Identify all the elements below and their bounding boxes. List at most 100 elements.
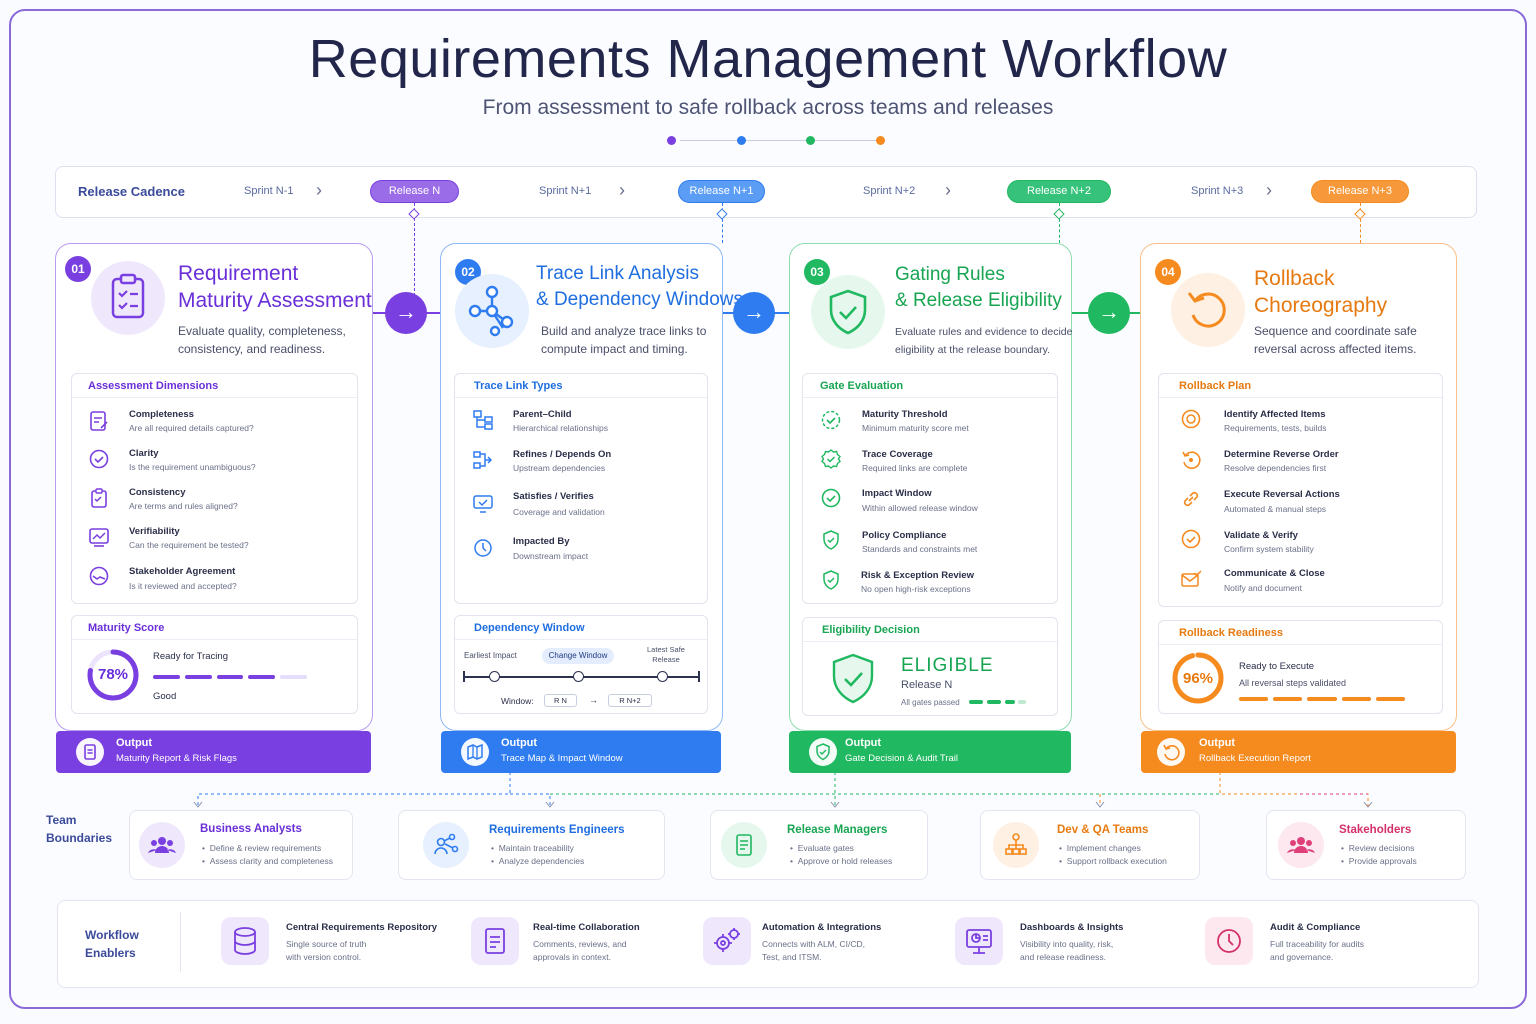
team-bullet: • Define & review requirements (202, 843, 322, 853)
release-pill[interactable]: Release N (370, 180, 459, 203)
reverse-order-icon (1180, 448, 1202, 470)
arrow-right-icon: → (385, 292, 427, 334)
progress-segment (153, 675, 180, 679)
enabler-desc: Visibility into quality, risk,and releas… (1020, 939, 1114, 962)
output-bar-trace: Output Trace Map & Impact Window (441, 731, 721, 773)
release-connector (1360, 203, 1361, 243)
link-type-desc: Coverage and validation (513, 507, 605, 517)
output-title: Output (116, 737, 153, 749)
shield-check-icon (820, 529, 842, 551)
verified-monitor-icon (472, 492, 494, 514)
enabler-title: Real-time Collaboration (533, 922, 640, 933)
eligibility-status: ELIGIBLE (901, 655, 994, 676)
rollback-step-title: Execute Reversal Actions (1224, 489, 1340, 500)
gate-desc: Required links are complete (862, 463, 968, 473)
stage-title: Gating Rules& Release Eligibility (895, 264, 1062, 311)
badge-check-icon (820, 448, 842, 470)
rollback-step-desc: Notify and document (1224, 583, 1302, 593)
score-label: Ready for Tracing (153, 651, 228, 662)
link-icon (1180, 488, 1202, 510)
sprint-label: Sprint N+3 (1191, 185, 1244, 197)
audit-history-icon (1205, 917, 1253, 965)
enabler-desc: Connects with ALM, CI/CD,Test, and ITSM. (762, 939, 865, 962)
hierarchy-icon (472, 409, 494, 431)
database-icon (221, 917, 269, 965)
dimension-title: Completeness (129, 409, 194, 420)
release-connector (1059, 203, 1060, 243)
team-bullet: • Analyze dependencies (491, 856, 585, 866)
panel-title: Assessment Dimensions (88, 380, 219, 392)
gate-evaluation-panel: Gate Evaluation (802, 373, 1058, 604)
team-name: Business Analysts (200, 823, 302, 835)
output-subtitle: Maturity Report & Risk Flags (116, 753, 237, 764)
document-icon (76, 738, 104, 766)
panel-title: Rollback Readiness (1179, 627, 1283, 639)
team-bullet: • Support rollback execution (1059, 856, 1167, 866)
gate-title: Trace Coverage (862, 449, 933, 460)
dashboard-icon (955, 917, 1003, 965)
gate-desc: Standards and constraints met (862, 544, 978, 554)
release-pill[interactable]: Release N+1 (678, 180, 765, 203)
team-bullet: • Implement changes (1059, 843, 1141, 853)
rollback-step-desc: Automated & manual steps (1224, 504, 1327, 514)
score-segment-bar (1239, 697, 1405, 702)
progress-segment (1307, 697, 1337, 701)
panel-title: Trace Link Types (474, 380, 563, 392)
enabler-title: Automation & Integrations (762, 922, 882, 933)
map-icon (461, 738, 489, 766)
output-title: Output (501, 737, 538, 749)
clipboard-check-icon (91, 261, 165, 335)
dimension-desc: Is it reviewed and accepted? (129, 581, 237, 591)
gate-title: Risk & Exception Review (861, 570, 974, 581)
panel-title: Dependency Window (474, 622, 585, 634)
maturity-score-gauge (87, 649, 139, 701)
enabler-title: Audit & Compliance (1270, 922, 1361, 933)
link-type-desc: Hierarchical relationships (513, 423, 608, 433)
release-connector (722, 203, 723, 243)
checklist-icon (721, 822, 767, 868)
dimension-desc: Are terms and rules aligned? (129, 501, 238, 511)
link-type-title: Refines / Depends On (513, 449, 612, 460)
org-chart-icon (993, 822, 1039, 868)
release-pill[interactable]: Release N+2 (1007, 180, 1111, 203)
chevron-right-icon: › (316, 180, 322, 200)
timeline-node (573, 671, 584, 682)
rollback-step-title: Identify Affected Items (1224, 409, 1326, 420)
team-name: Dev & QA Teams (1057, 824, 1149, 836)
enabler-title: Central Requirements Repository (286, 922, 437, 933)
trace-link-types-panel: Trace Link Types (454, 373, 708, 604)
rollback-readiness-value: 96% (1182, 670, 1214, 687)
target-check-icon (820, 409, 842, 431)
progress-segment (184, 675, 212, 679)
gate-title: Impact Window (862, 488, 932, 499)
chevron-right-icon: › (619, 180, 625, 200)
arrow-right-icon: → (1088, 292, 1130, 334)
progress-dot-green (806, 136, 815, 145)
timeline-node (489, 671, 500, 682)
team-bullet: • Maintain traceability (491, 843, 574, 853)
network-nodes-icon (455, 274, 529, 348)
rollback-step-desc: Requirements, tests, builds (1224, 423, 1327, 433)
progress-segment (1341, 697, 1371, 701)
progress-segment (1018, 700, 1026, 704)
output-subtitle: Gate Decision & Audit Trail (845, 753, 958, 764)
score-note: Good (153, 691, 177, 702)
gate-desc: No open high-risk exceptions (861, 584, 971, 594)
enabler-title: Dashboards & Insights (1020, 922, 1124, 933)
progress-segment (1375, 697, 1405, 701)
release-pill[interactable]: Release N+3 (1311, 180, 1409, 203)
dimension-desc: Are all required details captured? (129, 423, 254, 433)
team-name: Stakeholders (1339, 824, 1412, 836)
branch-arrows-icon (472, 449, 494, 471)
window-label: Window: (501, 696, 534, 706)
dimension-title: Stakeholder Agreement (129, 566, 236, 577)
dimension-desc: Is the requirement unambiguous? (129, 462, 256, 472)
link-type-title: Parent–Child (513, 409, 572, 420)
gate-title: Maturity Threshold (862, 409, 948, 420)
maturity-score-value: 78% (97, 666, 129, 683)
